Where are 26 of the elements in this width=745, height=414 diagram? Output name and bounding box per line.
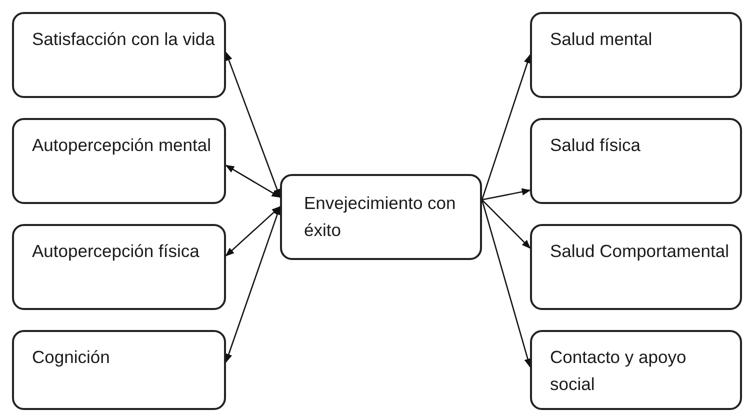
arrow [225, 52, 281, 198]
process-box [12, 12, 226, 98]
box-label: Salud física [550, 134, 642, 157]
box-label: Salud mental [550, 28, 654, 51]
box-label: Autopercepción física [32, 240, 200, 263]
box-label: Cognición [32, 346, 111, 369]
process-box [12, 224, 226, 310]
arrow [481, 54, 531, 200]
arrow [481, 200, 532, 368]
box-label: Contacto y apoyo social [550, 346, 688, 396]
arrow [225, 164, 281, 198]
process-box [12, 330, 226, 410]
box-label: Salud Comportamental [550, 240, 730, 263]
arrow [482, 199, 531, 249]
box-label: Satisfacción con la vida [32, 28, 216, 51]
process-box [12, 118, 226, 204]
process-box [530, 224, 742, 310]
box-label: Autopercepción mental [32, 134, 212, 157]
process-box [530, 12, 742, 98]
arrow [482, 188, 531, 200]
process-box [530, 118, 742, 204]
arrow [225, 206, 281, 256]
process-box [530, 330, 742, 410]
arrow [225, 206, 281, 363]
process-box [280, 174, 482, 260]
box-label: Envejecimiento con éxito [304, 192, 457, 242]
